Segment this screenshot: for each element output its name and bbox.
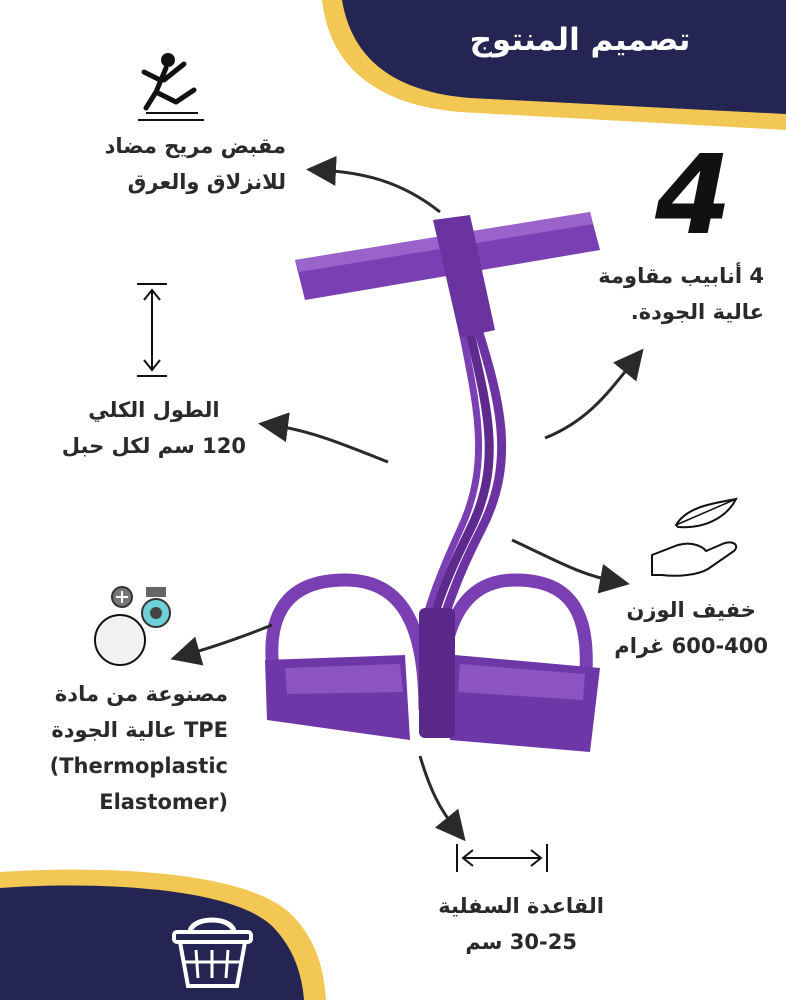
base-line-2: 30-25 سم [465, 930, 577, 954]
weight-feature-label: خفيف الوزن 600-400 غرام [614, 592, 768, 664]
horizontal-measure-icon [456, 844, 548, 872]
weight-line-2: 600-400 غرام [614, 634, 768, 658]
number-four-icon: 4 [655, 131, 732, 259]
base-line-1: القاعدة السفلية [438, 894, 604, 918]
material-feature-label: مصنوعة من مادة TPE عالية الجودة Thermopl… [50, 676, 228, 820]
footer-navy-shape [0, 885, 304, 1000]
length-feature-label: الطول الكلي 120 سم لكل حبل [62, 392, 246, 464]
shopping-basket-icon[interactable] [170, 910, 255, 990]
grip-line-1: مقبض مريح مضاد [104, 134, 286, 158]
material-line-3: Thermoplastic) [49, 754, 228, 778]
weight-line-1: خفيف الوزن [626, 598, 756, 622]
material-line-1: مصنوعة من مادة [54, 682, 228, 706]
page-title: تصميم المنتوج [469, 22, 691, 58]
banner-navy-shape [342, 0, 786, 114]
feather-hand-icon [651, 497, 738, 577]
tubes-line-2: عالية الجودة. [630, 300, 764, 324]
slip-warning-icon [138, 53, 204, 121]
product-image [265, 212, 600, 752]
material-gears-icon [94, 586, 171, 666]
vertical-measure-icon [137, 283, 167, 377]
length-line-2: 120 سم لكل حبل [61, 434, 246, 458]
tubes-line-1: 4 أنابيب مقاومة [598, 264, 764, 288]
grip-feature-label: مقبض مريح مضاد للانزلاق والعرق [105, 128, 286, 200]
material-line-4: (Elastomer [99, 790, 228, 814]
length-line-1: الطول الكلي [88, 398, 220, 422]
base-feature-label: القاعدة السفلية 30-25 سم [438, 888, 604, 960]
tubes-feature-label: 4 أنابيب مقاومة عالية الجودة. [598, 258, 764, 330]
material-line-2: TPE عالية الجودة [51, 718, 228, 742]
grip-line-2: للانزلاق والعرق [127, 170, 286, 194]
